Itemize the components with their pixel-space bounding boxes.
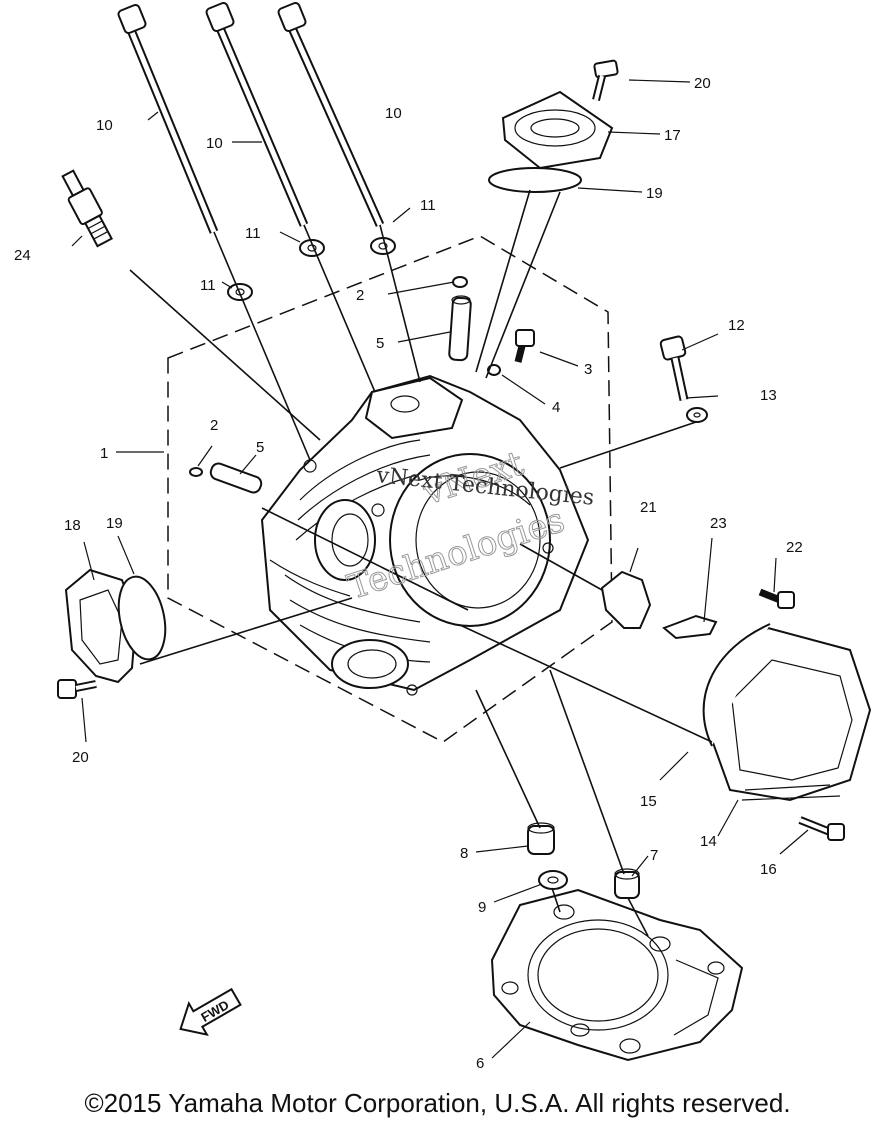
label-24: 24 <box>14 247 31 264</box>
assembly-boundary <box>167 235 613 743</box>
washer-11-right <box>370 237 396 255</box>
label-19-top: 19 <box>646 185 663 202</box>
o-ring-top <box>488 167 582 193</box>
washer-11-middle <box>299 239 325 257</box>
spark-plug <box>61 169 113 248</box>
label-5-left: 5 <box>256 439 264 456</box>
bolt-3 <box>514 329 535 363</box>
stud-bolt-right <box>277 1 385 227</box>
label-11-left: 11 <box>200 277 216 294</box>
label-22: 22 <box>786 539 803 556</box>
head-gasket <box>490 888 744 1062</box>
cylinder-head <box>260 374 590 696</box>
dowel-pin-7 <box>614 868 640 899</box>
tappet-cover-top <box>501 90 614 170</box>
label-2-top: 2 <box>356 287 364 304</box>
cover-bolt-top <box>592 59 619 101</box>
valve-guide-top <box>448 295 472 362</box>
cover-bolt-side <box>57 679 97 699</box>
label-5-top: 5 <box>376 335 384 352</box>
head-side-cover <box>710 626 872 802</box>
label-3: 3 <box>584 361 592 378</box>
label-18: 18 <box>64 517 81 534</box>
label-7: 7 <box>650 847 658 864</box>
clip-2-top <box>452 276 468 288</box>
label-20-side: 20 <box>72 749 89 766</box>
o-ring-right <box>702 623 771 747</box>
label-23: 23 <box>710 515 727 532</box>
label-14: 14 <box>700 833 717 850</box>
label-12: 12 <box>728 317 745 334</box>
label-9: 9 <box>478 899 486 916</box>
part-labels: 10 10 10 24 11 11 11 2 5 3 4 12 13 20 17… <box>14 75 803 1072</box>
label-10-left: 10 <box>96 117 113 134</box>
bolt-16 <box>798 816 845 841</box>
label-10-right: 10 <box>385 105 402 122</box>
label-11-middle: 11 <box>245 225 261 242</box>
label-17: 17 <box>664 127 681 144</box>
dowel-pin-8 <box>527 822 555 855</box>
label-13: 13 <box>760 387 777 404</box>
stud-bolt-left <box>117 3 219 234</box>
bolt-12 <box>659 335 689 401</box>
label-10-middle: 10 <box>206 135 223 152</box>
cam-chain-guide-21 <box>600 570 652 629</box>
label-2-left: 2 <box>210 417 218 434</box>
label-11-right: 11 <box>420 197 436 214</box>
label-21: 21 <box>640 499 657 516</box>
label-1: 1 <box>100 445 108 462</box>
exploded-parts-diagram: FWD <box>14 1 872 1072</box>
label-4: 4 <box>552 399 560 416</box>
label-20-top: 20 <box>694 75 711 92</box>
label-15: 15 <box>640 793 657 810</box>
clip-2-left <box>189 467 203 477</box>
label-16: 16 <box>760 861 777 878</box>
washer-13 <box>686 407 708 423</box>
valve-guide-left <box>209 462 263 494</box>
label-19-side: 19 <box>106 515 123 532</box>
o-ring-side <box>117 575 167 661</box>
leader-lines <box>71 79 809 1059</box>
bracket-23 <box>662 614 718 640</box>
label-6: 6 <box>476 1055 484 1072</box>
oring-9 <box>538 870 568 890</box>
label-8: 8 <box>460 845 468 862</box>
stud-bolt-middle <box>205 1 309 227</box>
copyright-notice: ©2015 Yamaha Motor Corporation, U.S.A. A… <box>84 1088 791 1118</box>
forward-arrow: FWD <box>179 987 242 1037</box>
bolt-22 <box>758 588 795 609</box>
